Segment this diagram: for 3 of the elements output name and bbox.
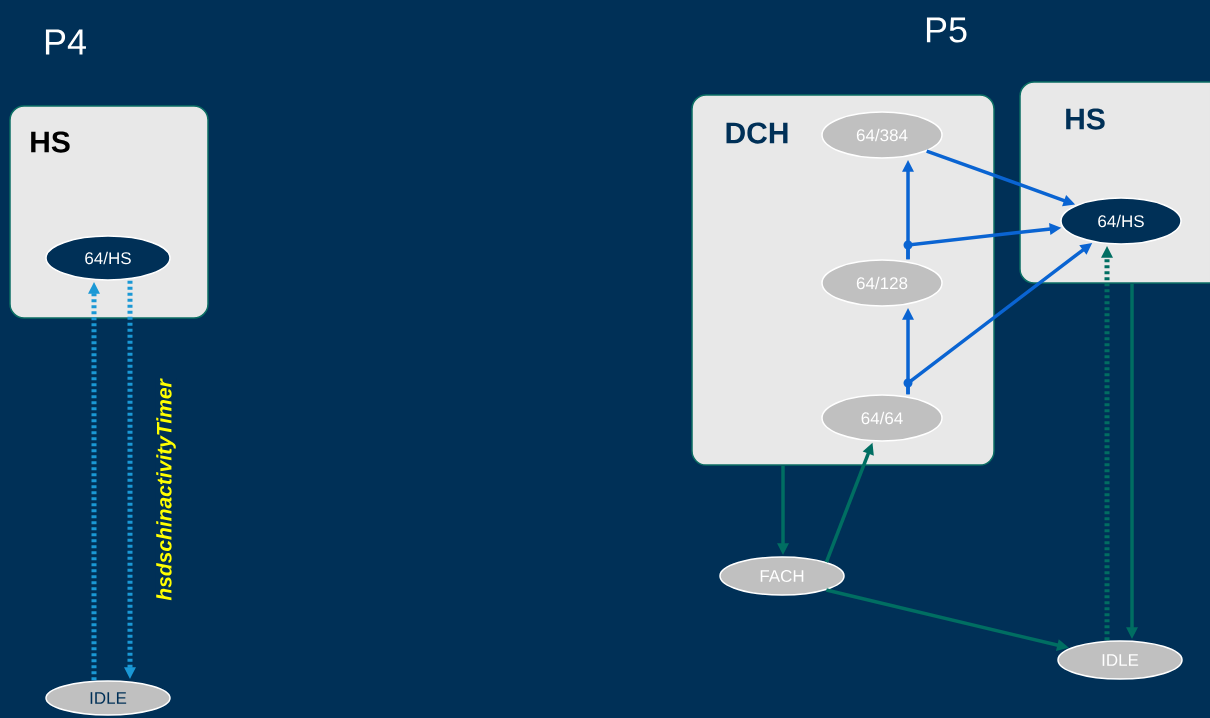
panel-label: P5 — [926, 17, 967, 43]
edge-label: hsdschinactivityTimer — [156, 378, 176, 601]
panel-label: P4 — [45, 29, 86, 55]
